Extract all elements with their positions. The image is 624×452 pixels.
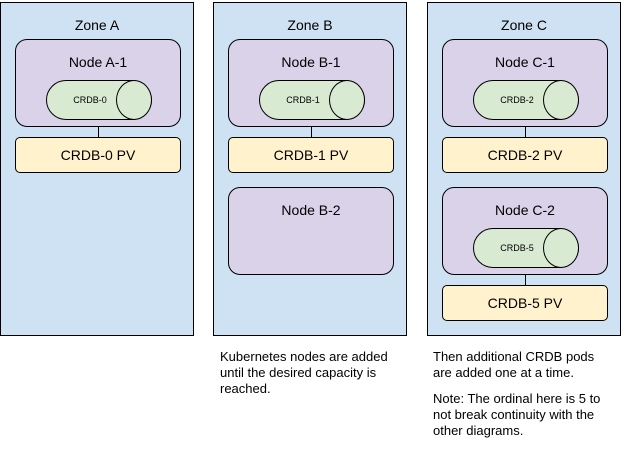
node-b-1: Node B-1 CRDB-1 — [228, 39, 394, 127]
pv-crdb-0: CRDB-0 PV — [15, 137, 181, 173]
node-b-2: Node B-2 — [228, 187, 394, 275]
zone-b-label: Zone B — [287, 17, 333, 33]
node-b-1-label: Node B-1 — [281, 54, 341, 70]
node-c-1: Node C-1 CRDB-2 — [442, 39, 608, 127]
caption-line: other diagrams. — [433, 423, 524, 438]
pv-crdb-1: CRDB-1 PV — [228, 137, 394, 173]
node-a-1-label: Node A-1 — [68, 54, 128, 70]
caption-line: Kubernetes nodes are added — [220, 349, 388, 364]
caption-line: until the desired capacity is — [220, 365, 377, 380]
zone-c: Zone C Node C-1 CRDB-2 CRDB-2 PV Node C-… — [427, 2, 621, 336]
pod-crdb-1: CRDB-1 — [259, 80, 365, 120]
node-c-2-label: Node C-2 — [495, 202, 555, 218]
zone-c-label: Zone C — [501, 17, 547, 33]
pod-crdb-2-label: CRDB-2 — [500, 95, 534, 105]
pod-crdb-5: CRDB-5 — [473, 228, 579, 268]
caption-zone-c: Then additional CRDB pods are added one … — [433, 349, 600, 439]
node-a-1: Node A-1 CRDB-0 — [15, 39, 181, 127]
connector-a-1 — [98, 127, 99, 137]
caption-line: Note: The ordinal here is 5 to — [433, 391, 601, 406]
pv-crdb-5: CRDB-5 PV — [442, 285, 608, 321]
zone-a-label: Zone A — [74, 17, 120, 33]
caption-line: not break continuity with the — [433, 407, 595, 422]
node-b-2-label: Node B-2 — [281, 202, 341, 218]
connector-c-2 — [525, 275, 526, 285]
node-c-1-label: Node C-1 — [495, 54, 555, 70]
caption-spacer — [433, 381, 600, 391]
zone-a: Zone A Node A-1 CRDB-0 CRDB-0 PV — [0, 2, 194, 336]
pod-crdb-0: CRDB-0 — [46, 80, 152, 120]
pod-crdb-5-label: CRDB-5 — [500, 243, 534, 253]
pod-crdb-0-label: CRDB-0 — [73, 95, 107, 105]
connector-c-1 — [525, 127, 526, 137]
connector-b-1 — [311, 127, 312, 137]
caption-line: Then additional CRDB pods — [433, 349, 595, 364]
pv-crdb-2: CRDB-2 PV — [442, 137, 608, 173]
zone-b: Zone B Node B-1 CRDB-1 CRDB-1 PV Node B-… — [213, 2, 407, 336]
pod-crdb-1-label: CRDB-1 — [286, 95, 320, 105]
node-c-2: Node C-2 CRDB-5 — [442, 187, 608, 275]
caption-line: reached. — [220, 381, 271, 396]
caption-line: are added one at a time. — [433, 365, 574, 380]
caption-zone-b: Kubernetes nodes are added until the des… — [220, 349, 388, 397]
pod-crdb-2: CRDB-2 — [473, 80, 579, 120]
